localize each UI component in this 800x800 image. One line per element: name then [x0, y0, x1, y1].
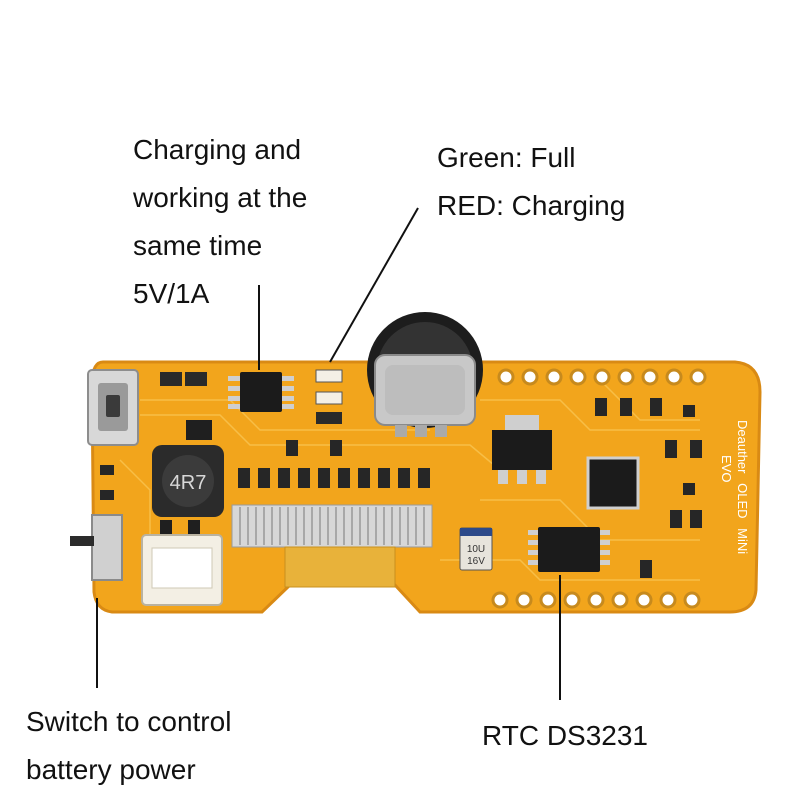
- inductor: 4R7: [152, 445, 224, 517]
- annotation-rtc-line-1: RTC DS3231: [482, 720, 649, 751]
- component-smd: [160, 372, 182, 386]
- annotation-charging-line-4: 5V/1A: [133, 278, 210, 309]
- annotation-switch-line-2: battery power: [26, 754, 196, 785]
- capacitor-marking-1: 10U: [467, 544, 485, 555]
- status-leds: [315, 369, 343, 424]
- voltage-regulator: [492, 415, 552, 484]
- annotation-led-line-1: Green: Full: [437, 142, 576, 173]
- svg-text:Deauther OLED MiNi: Deauther OLED MiNi: [735, 420, 750, 554]
- silkscreen-word-3: MiNi: [735, 528, 750, 554]
- silkscreen-word-1: Deauther: [735, 420, 750, 474]
- silkscreen-word-2: OLED: [735, 483, 750, 518]
- usb-port: [87, 369, 139, 446]
- oled-ribbon-connector: [231, 504, 433, 588]
- annotation-led-status: Green: Full RED: Charging: [437, 134, 625, 230]
- leader-line-led: [329, 207, 419, 363]
- silkscreen-sub-label: EVO: [719, 455, 734, 482]
- component-transistor: [186, 420, 212, 440]
- silkscreen-label: Deauther OLED MiNi: [735, 420, 750, 554]
- annotation-charging: Charging and working at the same time 5V…: [133, 126, 307, 318]
- microcontroller-chip: [586, 456, 640, 510]
- annotation-switch: Switch to control battery power: [26, 698, 231, 794]
- charging-chip: [228, 372, 294, 412]
- leader-lines: [96, 207, 561, 700]
- battery-connector: [141, 520, 223, 606]
- component-smd: [185, 372, 207, 386]
- annotation-charging-line-3: same time: [133, 230, 263, 261]
- annotation-switch-line-1: Switch to control: [26, 706, 232, 737]
- annotation-charging-line-2: working at the: [133, 182, 308, 213]
- annotation-led-line-2: RED: Charging: [437, 190, 626, 221]
- header-pads-top: [497, 368, 707, 386]
- rtc-chip: [528, 527, 610, 572]
- component-smd-right: [100, 398, 702, 578]
- header-pads-bottom: [491, 591, 701, 609]
- capacitor: 10U 16V: [459, 527, 493, 571]
- coin-cell-holder: [367, 312, 483, 437]
- resistor-row: [238, 440, 430, 488]
- capacitor-marking-2: 16V: [467, 556, 485, 567]
- silkscreen-word-4: EVO: [719, 455, 734, 482]
- pcb-traces: [119, 379, 700, 581]
- inductor-marking: 4R7: [170, 472, 207, 494]
- power-switch: [70, 514, 123, 581]
- annotation-charging-line-1: Charging and: [133, 134, 302, 165]
- annotation-rtc: RTC DS3231: [482, 712, 648, 760]
